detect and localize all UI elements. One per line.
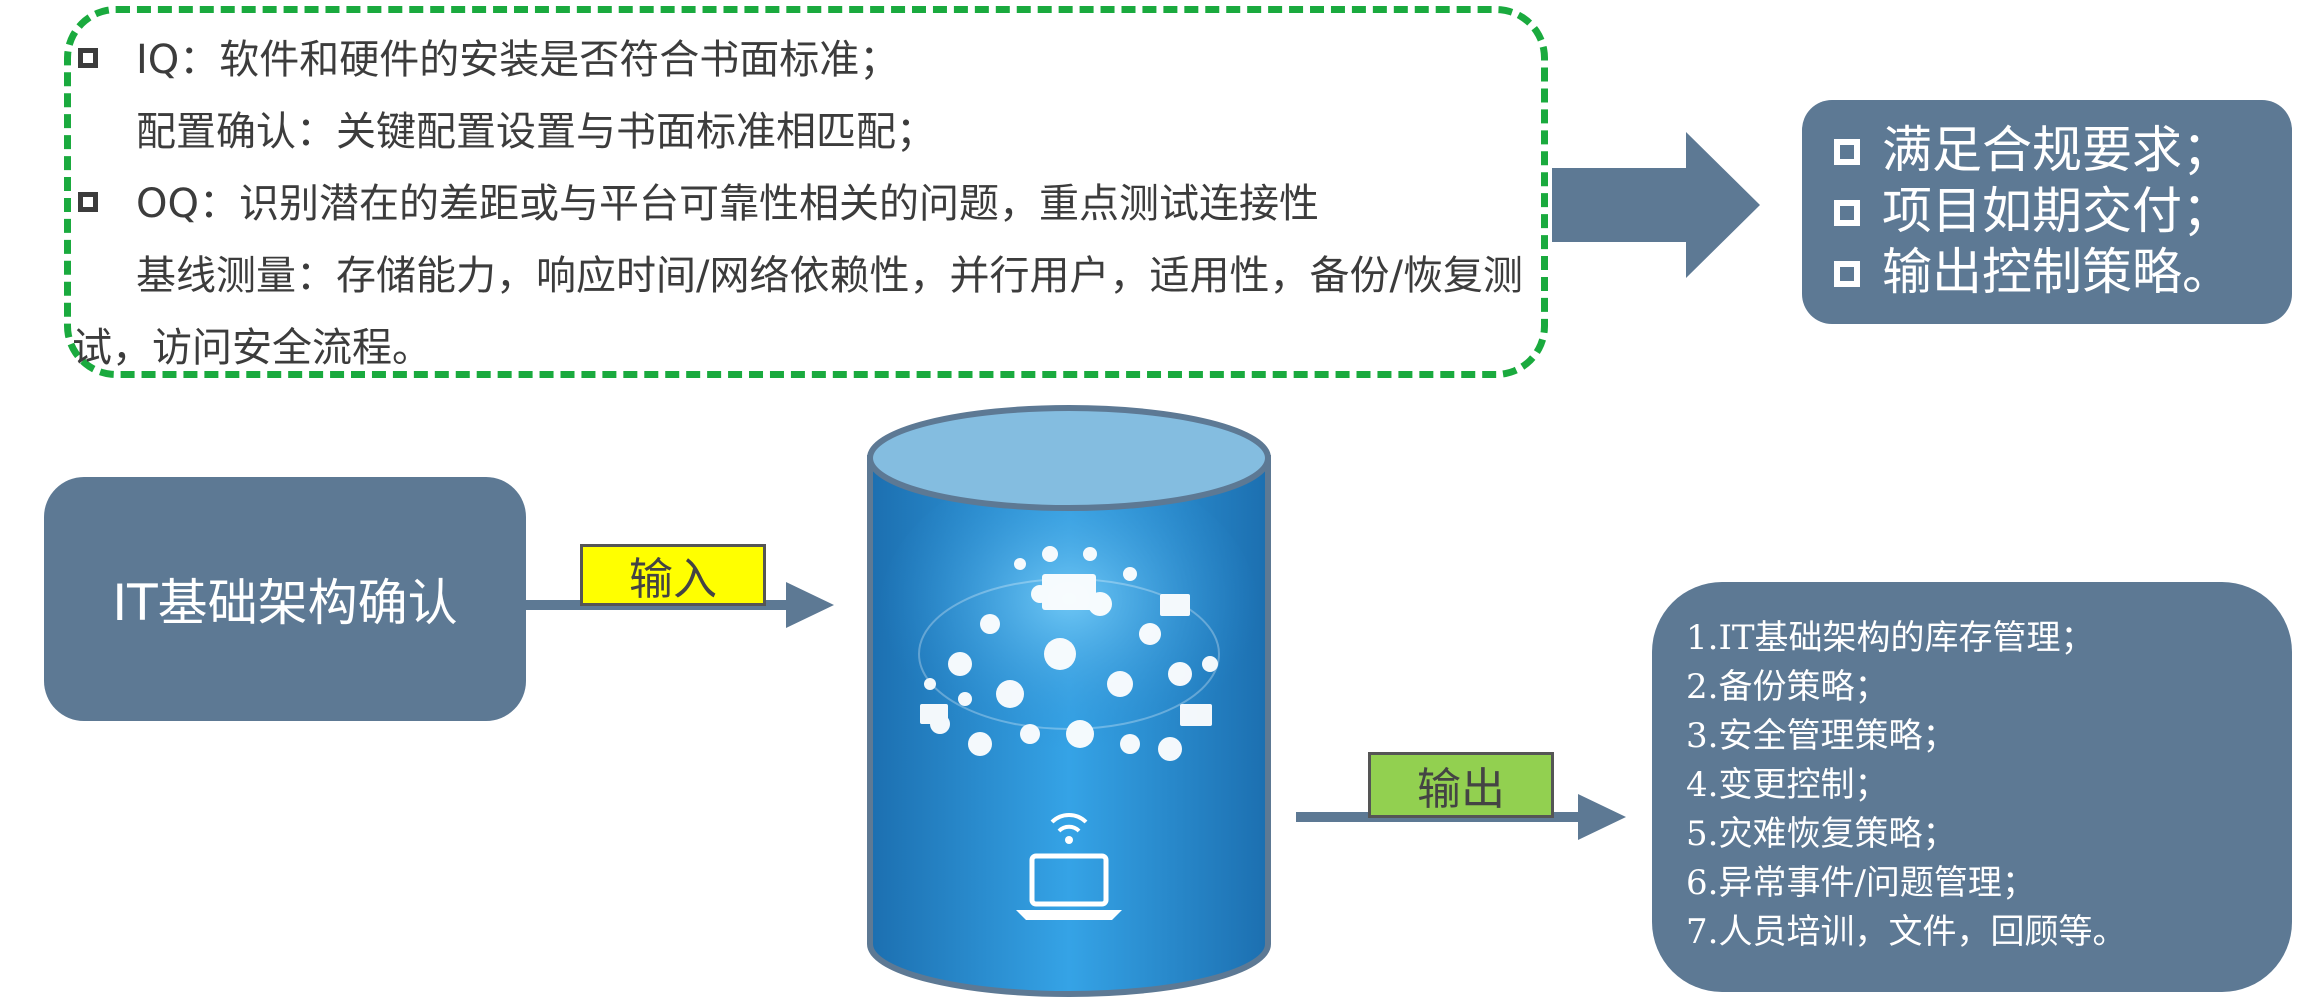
requirements-dashed-box <box>64 6 1548 378</box>
outcome-box: 满足合规要求； 项目如期交付； 输出控制策略。 <box>1802 100 2292 324</box>
database-cylinder-icon <box>867 405 1271 997</box>
output-list-item: 7.人员培训，文件，回顾等。 <box>1686 912 2127 952</box>
output-list-box: 1.IT基础架构的库存管理； 2.备份策略； 3.安全管理策略； 4.变更控制；… <box>1652 582 2292 992</box>
checkbox-bullet-icon <box>1834 139 1860 165</box>
outcome-item: 满足合规要求； <box>1834 120 2232 180</box>
it-infrastructure-label: IT基础架构确认 <box>112 574 458 632</box>
checkbox-bullet-icon <box>78 48 98 68</box>
output-list-item: 4.变更控制； <box>1686 765 1889 805</box>
output-list-item: 1.IT基础架构的库存管理； <box>1686 618 2095 658</box>
requirement-oq: OQ：识别潜在的差距或与平台可靠性相关的问题，重点测试连接性 <box>136 181 1319 227</box>
input-tag: 输入 <box>580 544 766 606</box>
output-list-item: 6.异常事件/问题管理； <box>1686 863 2036 903</box>
requirement-iq: IQ：软件和硬件的安装是否符合书面标准； <box>136 37 900 83</box>
outcome-item: 项目如期交付； <box>1834 181 2232 241</box>
requirement-baseline-cont: 试，访问安全流程。 <box>72 325 432 371</box>
checkbox-bullet-icon <box>1834 261 1860 287</box>
big-right-arrow-icon <box>1552 132 1760 278</box>
requirement-baseline: 基线测量：存储能力，响应时间/网络依赖性，并行用户，适用性，备份/恢复测 <box>136 253 1523 299</box>
output-tag: 输出 <box>1368 752 1554 818</box>
requirement-config: 配置确认：关键配置设置与书面标准相匹配； <box>136 109 936 155</box>
checkbox-bullet-icon <box>1834 200 1860 226</box>
output-list-item: 2.备份策略； <box>1686 667 1889 707</box>
it-infrastructure-box: IT基础架构确认 <box>44 477 526 721</box>
outcome-item: 输出控制策略。 <box>1834 242 2232 302</box>
output-list-item: 3.安全管理策略； <box>1686 716 1957 756</box>
checkbox-bullet-icon <box>78 192 98 212</box>
output-list-item: 5.灾难恢复策略； <box>1686 814 1957 854</box>
